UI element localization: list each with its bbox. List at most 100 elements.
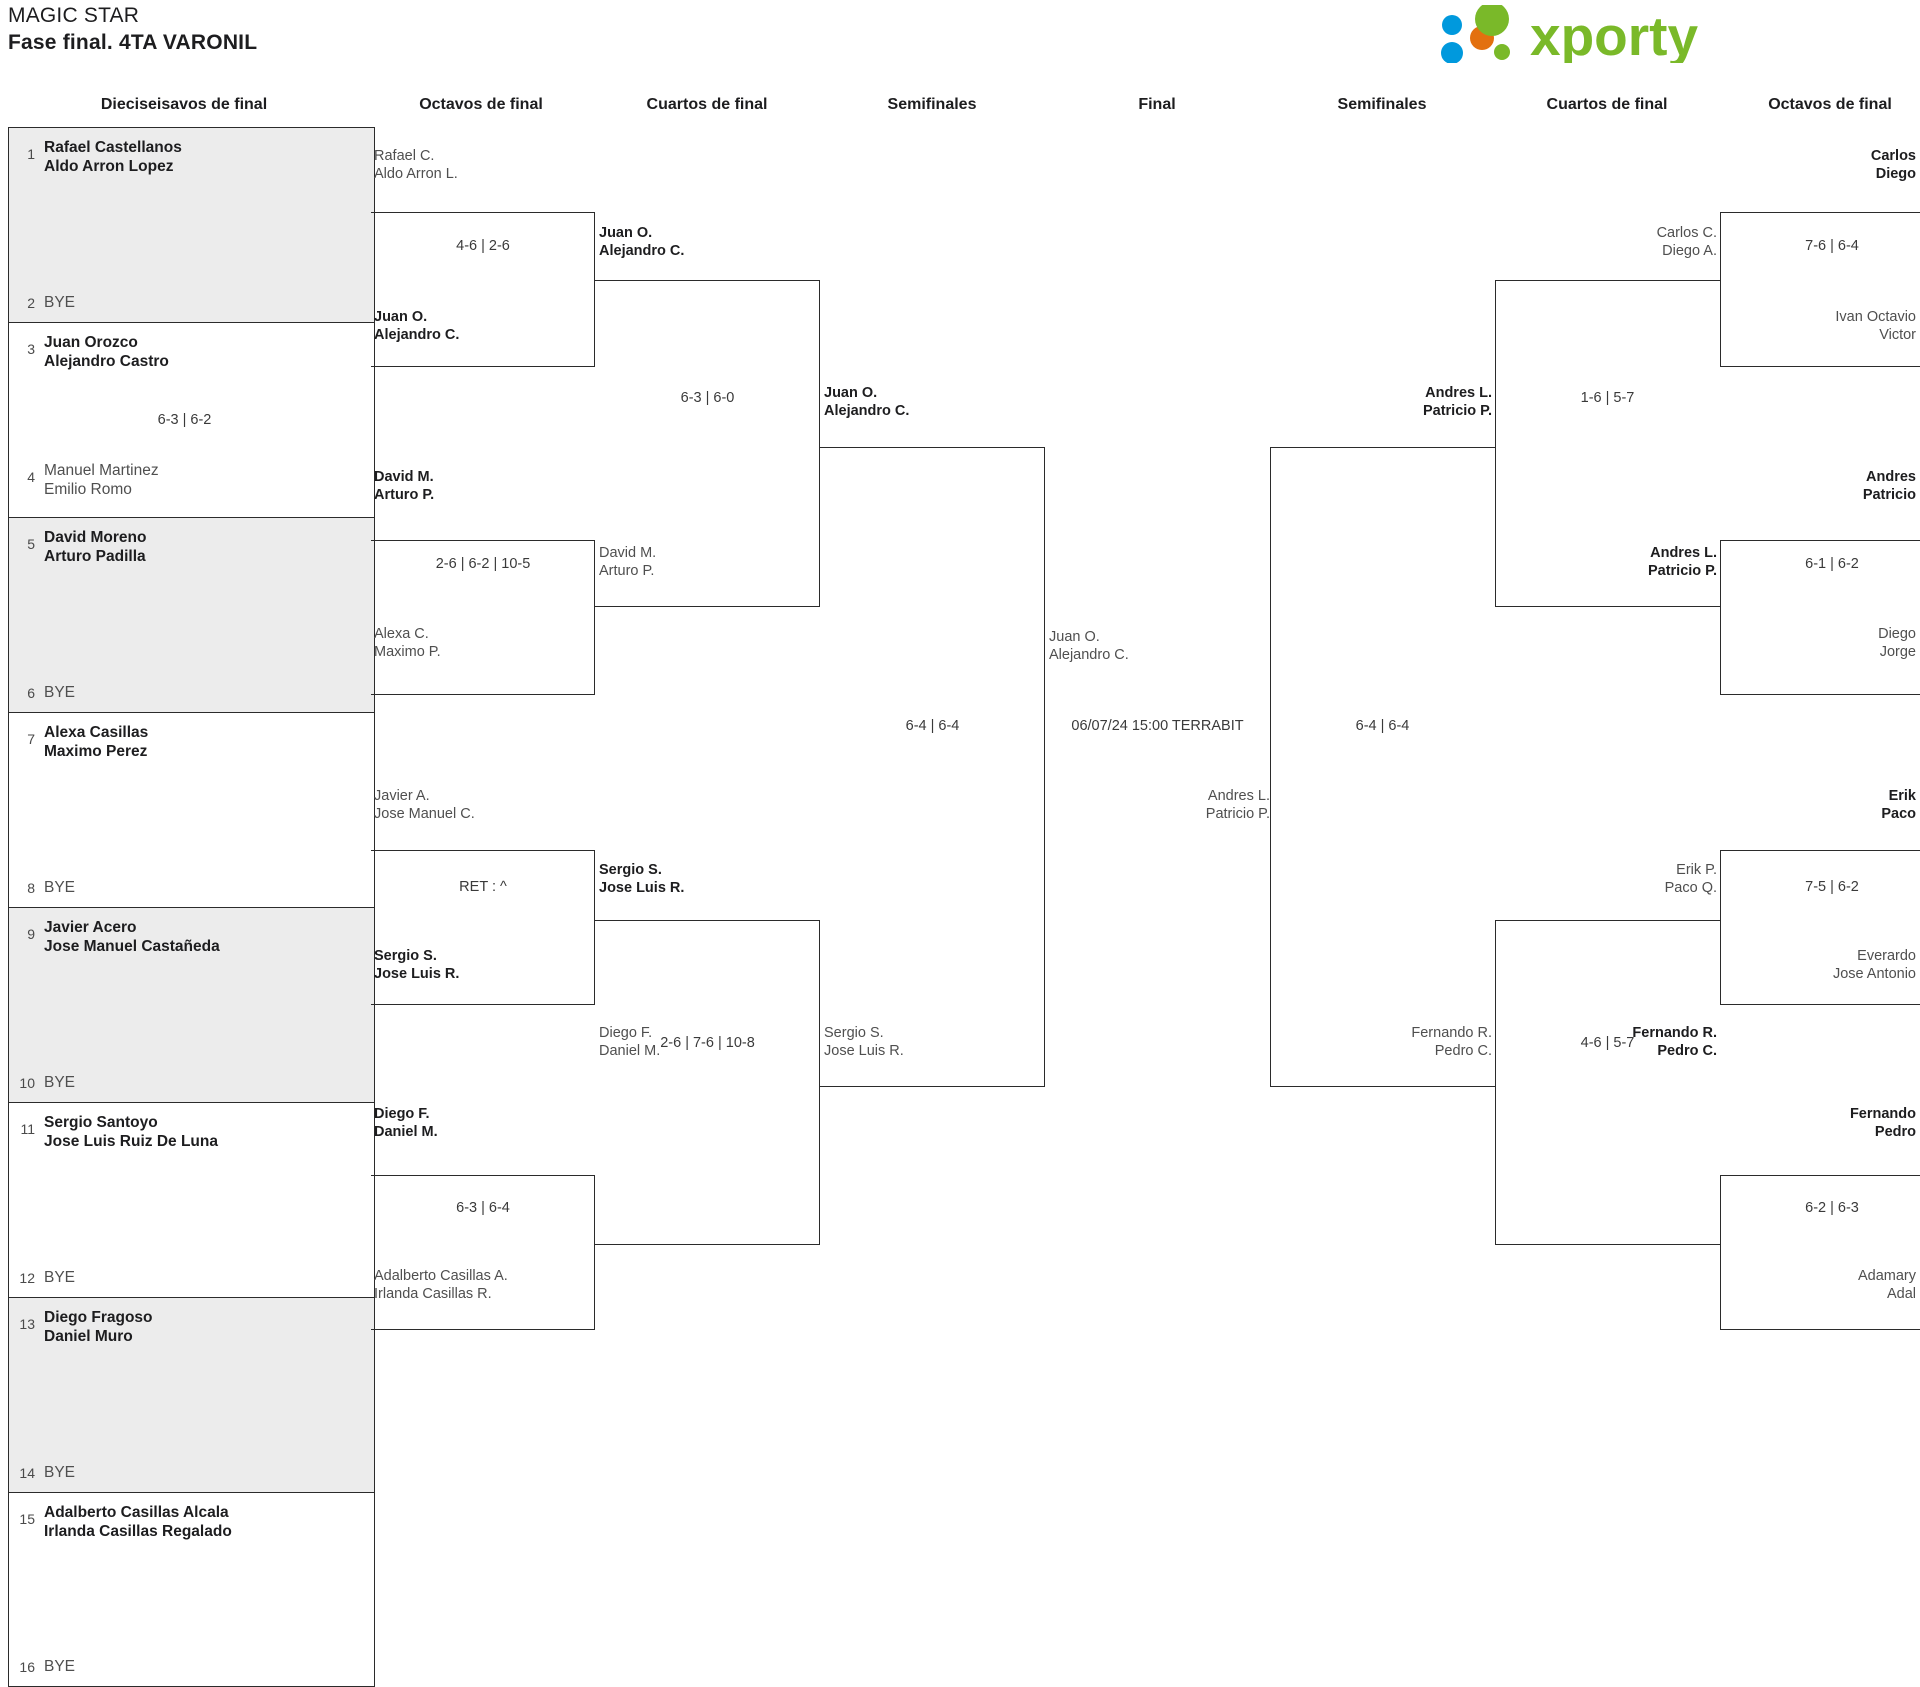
match-box-qf-right-1[interactable]	[1495, 280, 1720, 607]
score-r16-right-2: 6-1 | 6-2	[1805, 556, 1859, 572]
seed-number: 4	[27, 469, 35, 485]
seed-number: 12	[19, 1269, 35, 1286]
xporty-logo-icon: xporty	[1441, 5, 1699, 63]
page-title: MAGIC STAR Fase final. 4TA VARONIL	[8, 2, 257, 56]
player-pair-r16-right-4-top: Fernando Pedro	[1700, 1105, 1916, 1141]
bye-label: BYE	[44, 1464, 76, 1481]
seed-pair-1[interactable]: 1 Rafael Castellanos Aldo Arron Lopez 2 …	[8, 127, 375, 322]
player-1: Andres L.	[1650, 545, 1717, 561]
player-1: Fernando R.	[1411, 1025, 1492, 1041]
seed-players: Diego Fragoso Daniel Muro	[35, 1308, 153, 1346]
match-box-sf-right-1[interactable]	[1270, 447, 1495, 1087]
score-r16-right-3: 7-5 | 6-2	[1805, 879, 1859, 895]
player-pair-qf-left-1-top: Juan O. Alejandro C.	[599, 224, 684, 260]
player-1: Ivan Octavio	[1835, 309, 1916, 325]
match-box-sf-left-1[interactable]	[820, 447, 1045, 1087]
player-2: Alejandro C.	[374, 327, 460, 343]
player-2: Jose Antonio	[1832, 966, 1916, 982]
seed-pair-3[interactable]: 5 David Moreno Arturo Padilla 6 BYE	[8, 517, 375, 712]
player-2: Adal	[1886, 1286, 1916, 1302]
seed-number: 7	[27, 731, 35, 747]
match-box-r16-right-4[interactable]	[1720, 1175, 1920, 1330]
seed-pair-8[interactable]: 15 Adalberto Casillas Alcala Irlanda Cas…	[8, 1492, 375, 1687]
seed-players: Manuel Martinez Emilio Romo	[35, 461, 159, 499]
player-1: Rafael C.	[374, 148, 435, 164]
player-pair-qf-left-1-bot: David M. Arturo P.	[599, 544, 656, 580]
match-box-r16-left-4[interactable]	[371, 1175, 595, 1330]
player-2: Victor	[1879, 327, 1916, 343]
player-2: Diego	[1875, 166, 1916, 182]
player-2: Daniel M.	[374, 1124, 438, 1140]
round-header-qf-left: Cuartos de final	[646, 96, 768, 113]
player-1: Carlos C.	[1656, 225, 1717, 241]
player-2: Aldo Arron L.	[374, 166, 458, 182]
player-1: Juan O.	[599, 225, 653, 241]
player-2: Patricio P.	[1647, 563, 1717, 579]
match-box-qf-right-2[interactable]	[1495, 920, 1720, 1245]
match-box-r16-left-2[interactable]	[371, 540, 595, 695]
player-1: David Moreno	[44, 529, 147, 546]
player-pair-r16-right-4-bot: Adamary Adal	[1700, 1267, 1916, 1303]
player-pair-r16-right-2-top: Andres Patricio	[1700, 468, 1916, 504]
score-r16-left-1: 4-6 | 2-6	[456, 238, 510, 254]
player-pair-r16-left-2-bot: Alexa C. Maximo P.	[374, 625, 441, 661]
match-box-r16-left-3[interactable]	[371, 850, 595, 1005]
player-pair-qf-left-2-bot: Diego F. Daniel M.	[599, 1024, 660, 1060]
seed-number: 11	[20, 1121, 35, 1137]
seed-column: 1 Rafael Castellanos Aldo Arron Lopez 2 …	[8, 127, 375, 1687]
seed-pair-5[interactable]: 9 Javier Acero Jose Manuel Castañeda 10 …	[8, 907, 375, 1102]
svg-text:xporty: xporty	[1530, 5, 1699, 63]
seed-players: Javier Acero Jose Manuel Castañeda	[35, 918, 220, 956]
seed-number: 13	[19, 1316, 35, 1332]
player-2: Jose Luis R.	[374, 966, 460, 982]
tournament-name: MAGIC STAR	[8, 4, 140, 27]
bye-label: BYE	[44, 1074, 76, 1091]
seed-number: 9	[27, 926, 35, 942]
player-2: Diego A.	[1662, 243, 1717, 259]
seed-players: Sergio Santoyo Jose Luis Ruiz De Luna	[35, 1113, 218, 1151]
seed-pair-4[interactable]: 7 Alexa Casillas Maximo Perez 8 BYE	[8, 712, 375, 907]
bye-label: BYE	[44, 1658, 76, 1675]
player-1: Juan O.	[374, 309, 428, 325]
match-box-r16-left-1[interactable]	[371, 212, 595, 367]
match-box-r16-right-1[interactable]	[1720, 212, 1920, 367]
match-box-r16-right-2[interactable]	[1720, 540, 1920, 695]
seed-pair-6[interactable]: 11 Sergio Santoyo Jose Luis Ruiz De Luna…	[8, 1102, 375, 1297]
seed-pair-7[interactable]: 13 Diego Fragoso Daniel Muro 14 BYE	[8, 1297, 375, 1492]
score-qf-left-2: 2-6 | 7-6 | 10-8	[660, 1035, 755, 1051]
player-1: Andres L.	[1425, 385, 1492, 401]
seed-number: 6	[27, 684, 35, 701]
player-1: Adamary	[1857, 1268, 1916, 1284]
match-score: 6-3 | 6-2	[157, 412, 212, 428]
player-pair-qf-right-1-top: Carlos C. Diego A.	[1495, 224, 1717, 260]
match-box-qf-left-1[interactable]	[595, 280, 820, 607]
bye-label: BYE	[44, 684, 76, 701]
seed-pair-2[interactable]: 3 Juan Orozco Alejandro Castro 4 Manuel …	[8, 322, 375, 517]
player-2: Jose Manuel C.	[374, 806, 475, 822]
seed-players: Juan Orozco Alejandro Castro	[35, 333, 169, 371]
round-header-sf-right: Semifinales	[1337, 96, 1427, 113]
tournament-phase: Fase final. 4TA VARONIL	[8, 31, 258, 54]
player-2: Aldo Arron Lopez	[44, 158, 174, 175]
player-1: Sergio S.	[374, 948, 437, 964]
match-box-r16-right-3[interactable]	[1720, 850, 1920, 1005]
player-pair-qf-left-2-top: Sergio S. Jose Luis R.	[599, 861, 684, 897]
score-r16-left-4: 6-3 | 6-4	[456, 1200, 510, 1216]
match-box-qf-left-2[interactable]	[595, 920, 820, 1245]
bye-label: BYE	[44, 879, 76, 896]
player-pair-sf-left-top: Juan O. Alejandro C.	[824, 384, 909, 420]
player-2: Daniel M.	[599, 1043, 661, 1059]
player-1: Sergio S.	[824, 1025, 884, 1041]
seed-number: 1	[27, 146, 35, 162]
seed-number: 15	[19, 1511, 35, 1527]
player-2: Patricio P.	[1422, 403, 1492, 419]
player-1: Javier Acero	[44, 919, 137, 936]
player-2: Irlanda Casillas Regalado	[44, 1523, 232, 1540]
player-2: Irlanda Casillas R.	[374, 1286, 492, 1302]
seed-number: 10	[19, 1074, 35, 1091]
score-r16-right-1: 7-6 | 6-4	[1805, 238, 1859, 254]
player-1: David M.	[374, 469, 434, 485]
seed-number: 16	[19, 1658, 35, 1675]
player-2: Maximo P.	[374, 644, 441, 660]
player-1: Diego F.	[599, 1025, 653, 1041]
